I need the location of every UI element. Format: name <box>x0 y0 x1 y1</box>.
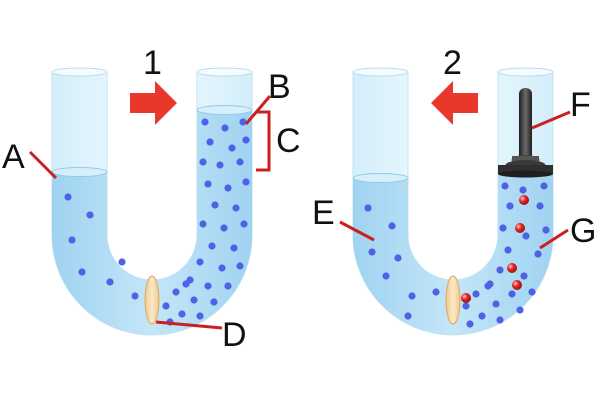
leader-line-b <box>244 95 272 125</box>
step-number-1: 1 <box>143 44 162 82</box>
leader-line-a <box>28 150 58 180</box>
label-d: D <box>222 316 247 354</box>
solvent-side-water-2 <box>353 178 453 335</box>
label-b: B <box>268 68 291 106</box>
step-number-2: 2 <box>443 44 462 82</box>
piston <box>498 88 553 178</box>
label-c: C <box>276 122 301 160</box>
label-g: G <box>570 212 596 250</box>
label-e: E <box>312 194 335 232</box>
u-tube-1 <box>51 67 253 336</box>
leader-line-e <box>339 220 375 242</box>
arrow-left-icon <box>431 81 478 125</box>
piston-head <box>498 165 553 174</box>
leader-line-d <box>155 320 223 330</box>
u-tube-2 <box>352 67 554 336</box>
arrow-right-icon <box>130 81 177 125</box>
semipermeable-membrane-1 <box>144 275 160 325</box>
solvent-side-water <box>52 172 152 335</box>
label-f: F <box>570 86 591 124</box>
leader-lines <box>28 95 571 330</box>
solvent-particles-right-2 <box>462 182 550 328</box>
solvent-particles-left-2 <box>364 204 440 320</box>
piston-rod <box>519 88 532 162</box>
solute-particles-2 <box>461 195 529 303</box>
solvent-particles-right-1 <box>162 118 250 326</box>
bracket-c <box>256 110 271 172</box>
label-a: A <box>2 138 25 176</box>
leader-line-g <box>539 228 569 250</box>
leader-line-f <box>531 110 571 130</box>
solvent-particles-left-1 <box>64 193 139 300</box>
semipermeable-membrane-2 <box>445 275 461 325</box>
